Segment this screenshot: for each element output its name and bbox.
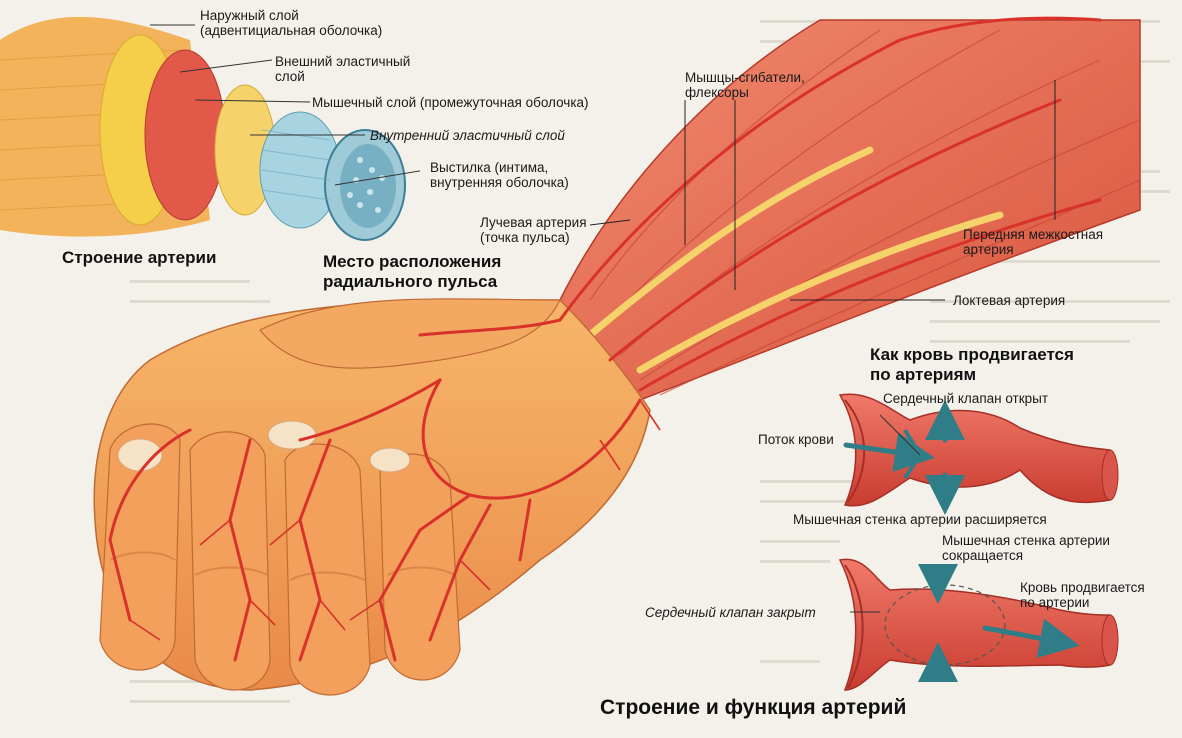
main-title: Строение и функция артерий	[600, 696, 907, 719]
label-intima: Выстилка (интима, внутренняя оболочка)	[430, 160, 569, 190]
label-wall-expands: Мышечная стенка артерии расширяется	[793, 512, 1047, 527]
pulse-location-title: Место расположения радиального пульса	[323, 252, 502, 291]
artery-structure-title: Строение артерии	[62, 248, 217, 267]
interosseous-artery	[608, 98, 1062, 362]
artery-branches	[129, 399, 661, 641]
fingernails	[117, 420, 411, 473]
label-internal-elastic: Внутренний эластичный слой	[370, 128, 565, 143]
label-valve-open: Сердечный клапан открыт	[883, 391, 1049, 406]
label-ulnar-artery: Локтевая артерия	[953, 293, 1066, 308]
blood-flow-title: Как кровь продвигается по артериям	[870, 345, 1074, 384]
arteries	[108, 16, 1102, 662]
radial-artery	[558, 16, 1102, 322]
artery-layers-illustration	[0, 16, 420, 241]
vessel-contracted	[838, 558, 1111, 691]
fingers	[99, 423, 461, 696]
label-muscle-layer: Мышечный слой (промежуточная оболочка)	[312, 95, 589, 110]
label-valve-closed: Сердечный клапан закрыт	[645, 605, 816, 620]
label-wall-contracts: Мышечная стенка артерии сокращается	[942, 533, 1110, 563]
ulnar-artery	[638, 198, 1102, 392]
label-flexor-muscles: Мышцы-сгибатели, флексоры	[685, 70, 805, 100]
label-blood-flow: Поток крови	[758, 432, 834, 447]
label-interosseous-artery: Передняя межкостная артерия	[963, 227, 1104, 257]
label-radial-artery: Лучевая артерия (точка пульса)	[480, 215, 587, 245]
artery-leader-lines	[150, 24, 420, 186]
label-outer-layer: Наружный слой (адвентициальная оболочка)	[200, 8, 383, 38]
thumb	[259, 298, 561, 369]
label-blood-moves: Кровь продвигается по артерии	[1020, 580, 1145, 610]
label-external-elastic: Внешний эластичный слой	[275, 54, 411, 84]
